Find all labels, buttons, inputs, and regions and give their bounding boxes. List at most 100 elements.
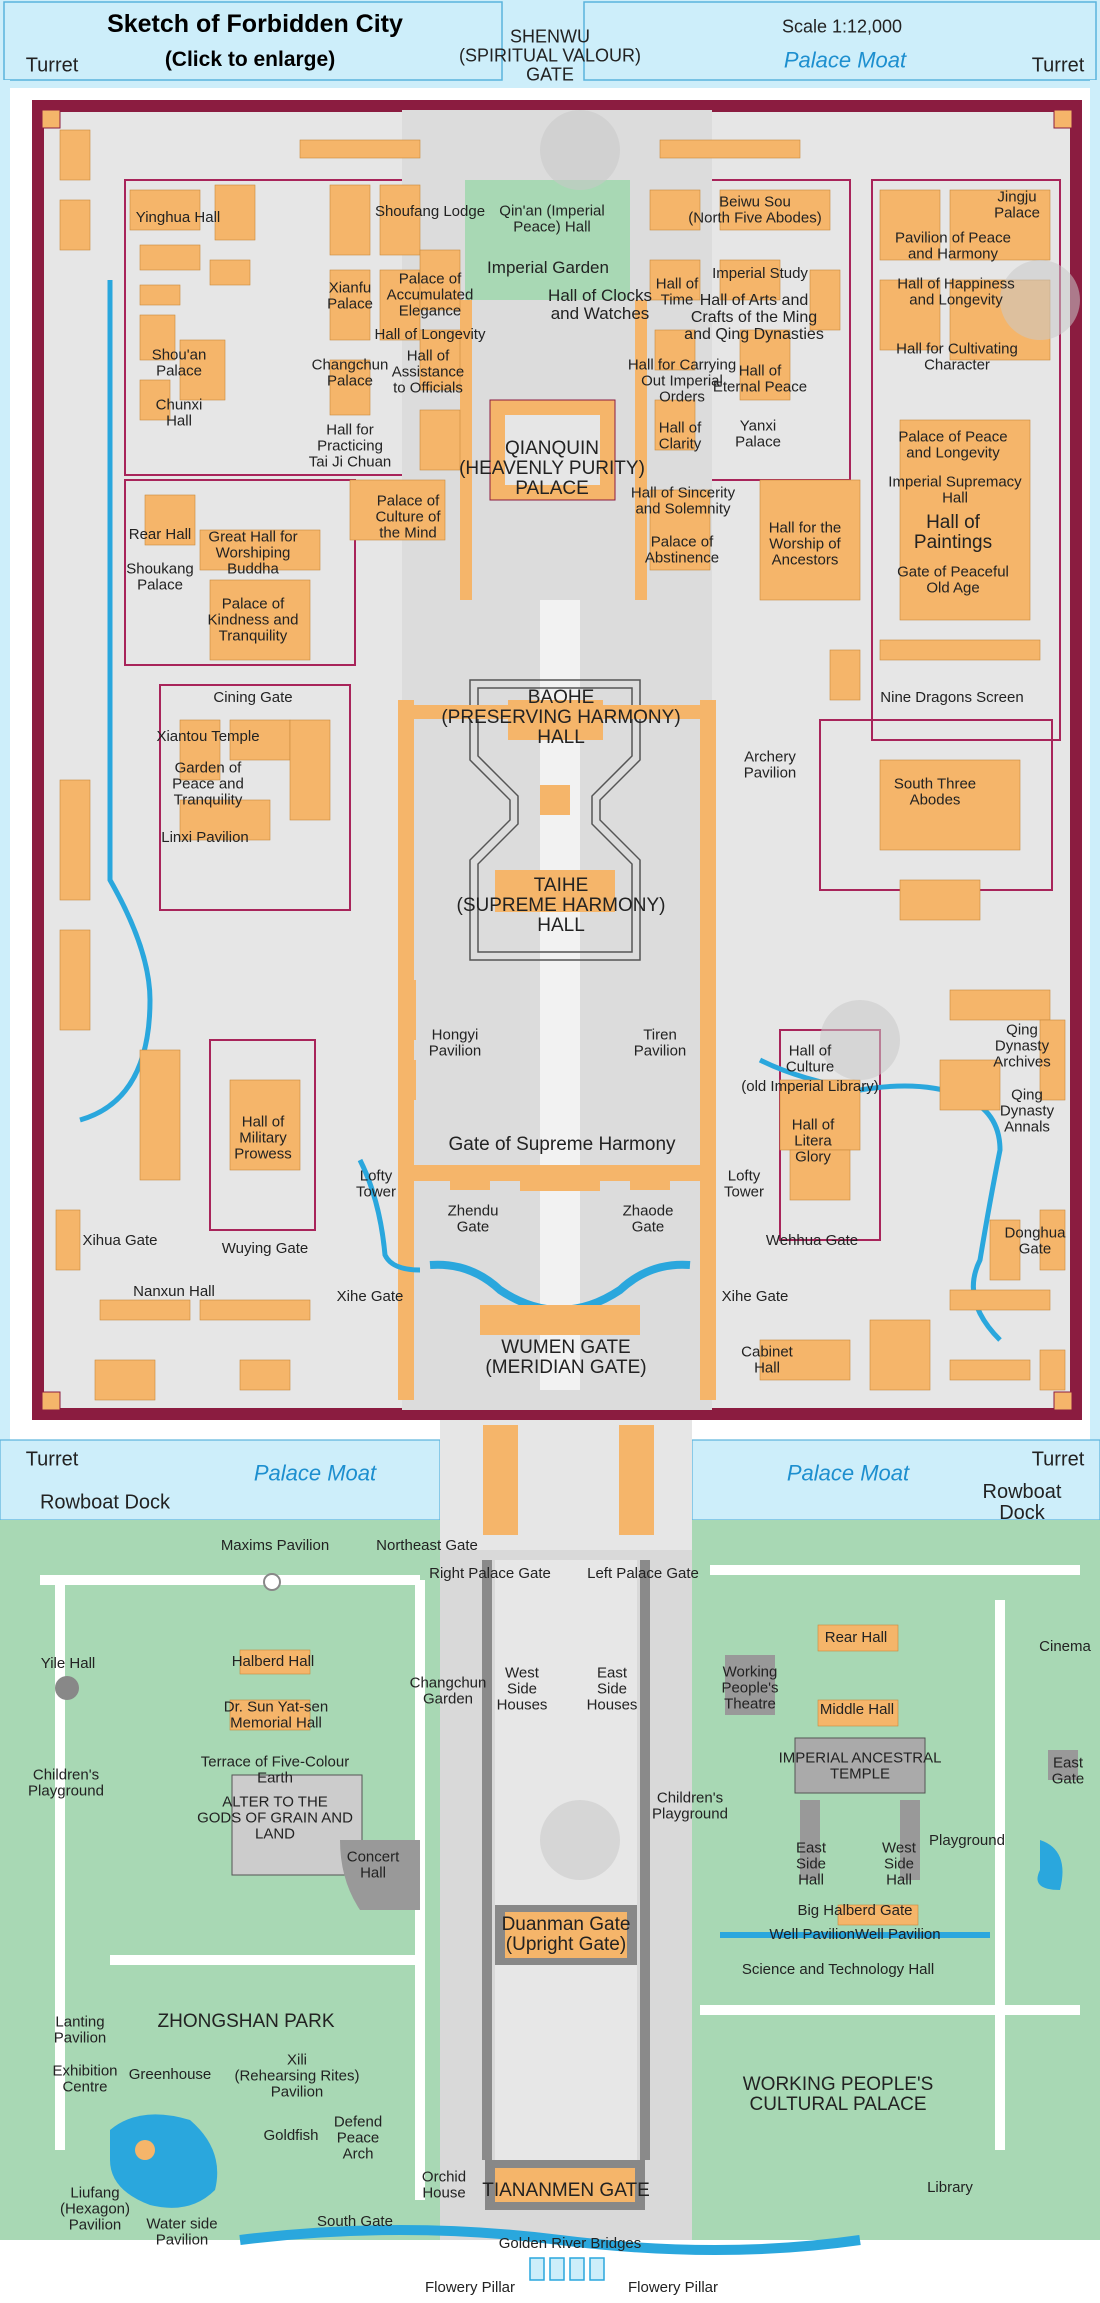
zhonghe-hall-block[interactable] (540, 785, 570, 815)
label-hongyi[interactable]: Hongyi Pavilion (428, 1026, 482, 1059)
label-xihe-left[interactable]: Xihe Gate (336, 1288, 404, 1306)
label-carrying-orders[interactable]: Hall for Carrying Out Imperial Orders (627, 356, 737, 405)
label-sincerity[interactable]: Hall of Sincerity and Solemnity (630, 484, 736, 517)
label-hall-happiness[interactable]: Hall of Happiness and Longevity (897, 275, 1015, 308)
label-changchun-garden[interactable]: Changchun Garden (409, 1674, 487, 1707)
maxims-pavilion-marker[interactable] (263, 1573, 281, 1591)
label-garden-peace[interactable]: Garden of Peace and Tranquility (172, 759, 244, 808)
label-cining[interactable]: Cining Gate (213, 689, 293, 707)
label-grain-land[interactable]: ALTER TO THE GODS OF GRAIN AND LAND (197, 1793, 353, 1842)
label-east-gate[interactable]: East Gate (1051, 1754, 1085, 1787)
label-peace-longevity[interactable]: Palace of Peace and Longevity (898, 428, 1008, 461)
label-jingju[interactable]: Jingju Palace (994, 188, 1040, 221)
label-worship-ancestors[interactable]: Hall for the Worship of Ancestors (768, 519, 842, 568)
label-flowery-left[interactable]: Flowery Pillar (424, 2279, 516, 2297)
label-archery[interactable]: Archery Pavilion (743, 748, 797, 781)
label-waterside[interactable]: Water side Pavilion (146, 2215, 218, 2248)
label-east-side-hall[interactable]: East Side Hall (795, 1839, 827, 1888)
label-zhongshan[interactable]: ZHONGSHAN PARK (157, 2011, 335, 2033)
label-shouan[interactable]: Shou'an Palace (151, 346, 207, 379)
label-qing-archives[interactable]: Qing Dynasty Archives (993, 1021, 1051, 1070)
label-qinan[interactable]: Qin'an (Imperial Peace) Hall (499, 202, 605, 235)
label-baohe[interactable]: BAOHE (PRESERVING HARMONY) HALL (441, 687, 681, 748)
label-middle-hall[interactable]: Middle Hall (819, 1701, 895, 1719)
label-flowery-right[interactable]: Flowery Pillar (627, 2279, 719, 2297)
ancestral-temple-block[interactable] (794, 1737, 926, 1794)
label-assistance[interactable]: Hall of Assistance to Officials (391, 347, 465, 396)
concert-hall-block[interactable] (340, 1840, 420, 1910)
label-south-three[interactable]: South Three Abodes (893, 775, 977, 808)
label-lofty-left[interactable]: Lofty Tower (355, 1167, 397, 1200)
label-nanxun[interactable]: Nanxun Hall (133, 1283, 215, 1301)
label-cultivating[interactable]: Hall for Cultivating Character (896, 340, 1018, 373)
label-linxi[interactable]: Linxi Pavilion (161, 829, 249, 847)
label-peaceful-old-age[interactable]: Gate of Peaceful Old Age (897, 563, 1009, 596)
label-abstinence[interactable]: Palace of Abstinence (644, 533, 720, 566)
label-yanxi[interactable]: Yanxi Palace (735, 417, 781, 450)
label-hall-culture[interactable]: Hall of Culture (785, 1042, 835, 1075)
label-zhendu[interactable]: Zhendu Gate (447, 1202, 499, 1235)
map-title[interactable]: Sketch of Forbidden City (107, 10, 403, 38)
label-imperial-garden[interactable]: Imperial Garden (487, 258, 609, 278)
label-tiren[interactable]: Tiren Pavilion (633, 1026, 687, 1059)
label-taiji[interactable]: Hall for Practicing Tai Ji Chuan (308, 421, 392, 470)
label-eternal-peace[interactable]: Hall of Eternal Peace (712, 362, 808, 395)
label-sun-yatsen[interactable]: Dr. Sun Yat-sen Memorial Hall (223, 1698, 329, 1731)
label-northeast-gate[interactable]: Northeast Gate (376, 1537, 478, 1555)
label-imperial-study[interactable]: Imperial Study (712, 265, 808, 283)
label-wuying[interactable]: Wuying Gate (221, 1240, 309, 1258)
zhendu-gate-block[interactable] (450, 1170, 490, 1190)
label-maxims[interactable]: Maxims Pavilion (220, 1537, 330, 1555)
yile-hall-marker[interactable] (55, 1676, 79, 1700)
label-rear-hall-top[interactable]: Rear Hall (128, 526, 192, 544)
label-cabinet[interactable]: Cabinet Hall (741, 1343, 793, 1376)
label-chunxi[interactable]: Chunxi Hall (155, 396, 203, 429)
label-greenhouse[interactable]: Greenhouse (128, 2066, 212, 2084)
label-gate-supreme[interactable]: Gate of Supreme Harmony (448, 1134, 676, 1156)
label-xihua[interactable]: Xihua Gate (82, 1232, 158, 1250)
label-hall-longevity[interactable]: Hall of Longevity (374, 326, 486, 344)
label-south-gate[interactable]: South Gate (317, 2213, 393, 2231)
label-tiananmen[interactable]: TIANANMEN GATE (482, 2180, 650, 2202)
label-concert[interactable]: Concert Hall (346, 1848, 400, 1881)
label-shenwu-gate[interactable]: SHENWU (SPIRITUAL VALOUR) GATE (458, 26, 642, 85)
label-paintings[interactable]: Hall of Paintings (913, 512, 993, 553)
label-lofty-right[interactable]: Lofty Tower (723, 1167, 765, 1200)
label-five-colour[interactable]: Terrace of Five-Colour Earth (200, 1753, 350, 1786)
label-kindness[interactable]: Palace of Kindness and Tranquility (207, 595, 299, 644)
label-orchid[interactable]: Orchid House (421, 2168, 467, 2201)
label-exhibition[interactable]: Exhibition Centre (52, 2062, 118, 2095)
label-military-prowess[interactable]: Hall of Military Prowess (234, 1113, 292, 1162)
label-hall-litera[interactable]: Hall of Litera Glory (791, 1116, 835, 1165)
label-donghua[interactable]: Donghua Gate (1004, 1224, 1066, 1257)
label-zhaode[interactable]: Zhaode Gate (622, 1202, 674, 1235)
label-xianfu[interactable]: Xianfu Palace (327, 279, 373, 312)
gate-supreme-harmony-block[interactable] (520, 1165, 600, 1191)
label-xiantou[interactable]: Xiantou Temple (156, 728, 260, 746)
label-wumen[interactable]: WUMEN GATE (MERIDIAN GATE) (485, 1337, 647, 1378)
label-changchun-palace[interactable]: Changchun Palace (311, 356, 389, 389)
title-box[interactable] (3, 1, 503, 81)
label-culture-mind[interactable]: Palace of Culture of the Mind (375, 492, 441, 541)
label-left-palace-gate[interactable]: Left Palace Gate (587, 1565, 699, 1583)
label-beiwu[interactable]: Beiwu Sou (North Five Abodes) (688, 193, 822, 226)
label-shoukang[interactable]: Shoukang Palace (126, 560, 194, 593)
zhaode-gate-block[interactable] (630, 1170, 670, 1190)
label-qianqing[interactable]: QIANQUIN (HEAVENLY PURITY) PALACE (459, 438, 645, 499)
label-east-side-houses[interactable]: East Side Houses (586, 1664, 638, 1713)
label-cinema[interactable]: Cinema (1039, 1638, 1091, 1656)
label-hall-clocks[interactable]: Hall of Clocks and Watches (548, 286, 652, 323)
label-yile[interactable]: Yile Hall (40, 1655, 96, 1673)
label-halberd[interactable]: Halberd Hall (231, 1653, 315, 1671)
label-defend-peace[interactable]: Defend Peace Arch (333, 2113, 383, 2162)
label-working-palace[interactable]: WORKING PEOPLE'S CULTURAL PALACE (742, 2074, 934, 2115)
label-library[interactable]: Library (927, 2179, 973, 2197)
label-imperial-supremacy[interactable]: Imperial Supremacy Hall (888, 473, 1022, 506)
taihe-hall-block[interactable] (495, 870, 615, 912)
label-taihe[interactable]: TAIHE (SUPREME HARMONY) HALL (456, 875, 666, 936)
label-duanmen[interactable]: Duanman Gate (Upright Gate) (501, 1914, 631, 1955)
label-science-hall[interactable]: Science and Technology Hall (741, 1961, 935, 1979)
label-childrens-right[interactable]: Children's Playground (652, 1789, 728, 1822)
label-xihe-right[interactable]: Xihe Gate (721, 1288, 789, 1306)
